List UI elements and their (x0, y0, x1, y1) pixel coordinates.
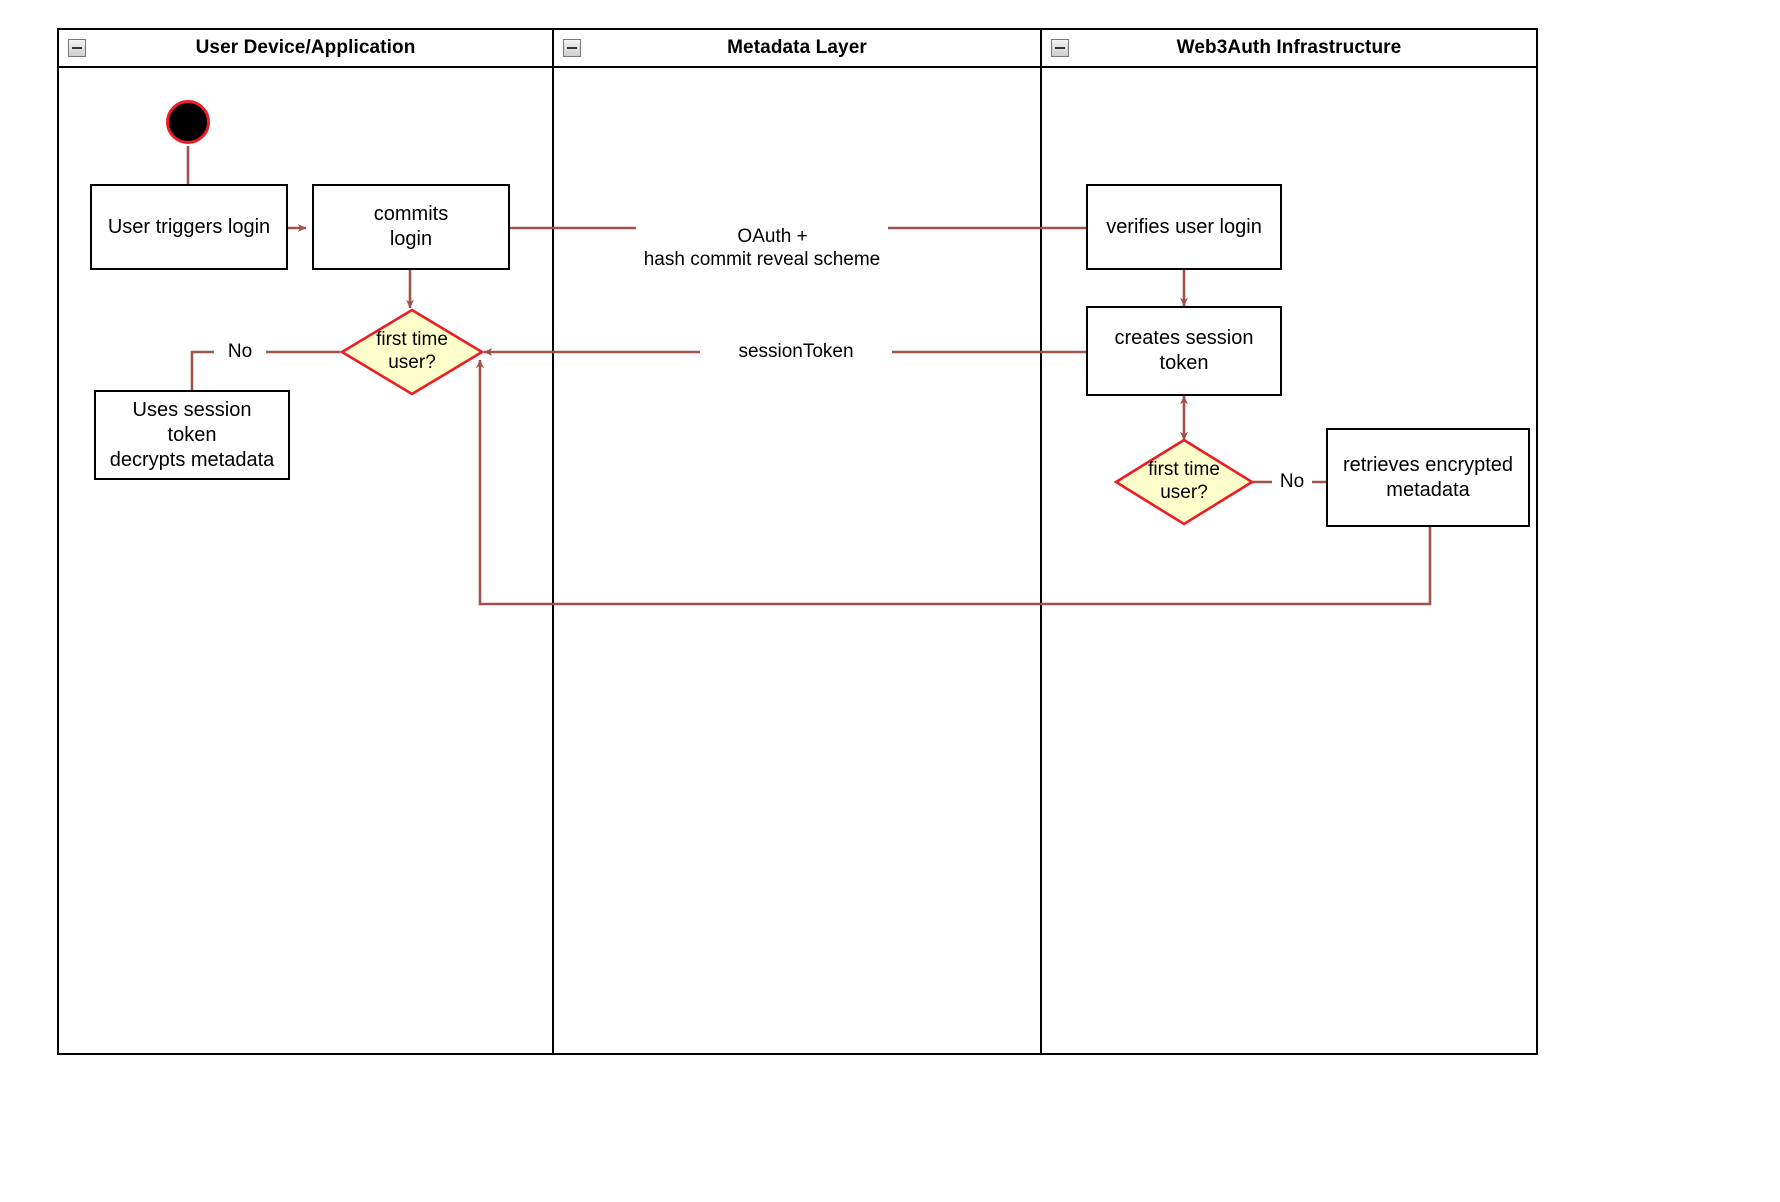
lane-header-user-device: User Device/Application (59, 30, 552, 68)
edge-decision-left-no-to-uses-session-token-b (190, 350, 214, 390)
action-user-triggers-login-label: User triggers login (107, 215, 271, 238)
lane-title-metadata: Metadata Layer (727, 37, 867, 58)
collapse-minus-icon[interactable] (1051, 39, 1069, 57)
lane-title-user-device: User Device/Application (195, 37, 416, 58)
action-user-triggers-login[interactable]: User triggers login (90, 184, 288, 270)
edge-label-no-left: No (214, 341, 266, 364)
edge-label-no-right: No (1272, 471, 1312, 494)
initial-node[interactable] (166, 100, 210, 144)
collapse-minus-icon[interactable] (563, 39, 581, 57)
edge-retrieves-encrypted-metadata-to-decision-left (476, 359, 1432, 606)
edge-label-session-token: sessionToken (700, 341, 892, 364)
lane-user-device[interactable]: User Device/Application (59, 30, 552, 1053)
lane-title-web3auth: Web3Auth Infrastructure (1176, 37, 1402, 58)
swimlane-pool: User Device/Application Metadata Layer W… (57, 28, 1538, 1055)
lane-header-web3auth: Web3Auth Infrastructure (1042, 30, 1536, 68)
collapse-minus-icon[interactable] (68, 39, 86, 57)
decision-shape (339, 308, 485, 396)
edge-label-oauth: OAuth +hash commit reveal scheme (636, 203, 888, 295)
action-verifies-user-login-label: verifies user login (1106, 215, 1262, 238)
lane-web3auth[interactable]: Web3Auth Infrastructure (1040, 30, 1536, 1053)
lane-header-metadata: Metadata Layer (554, 30, 1040, 68)
action-verifies-user-login[interactable]: verifies user login (1086, 184, 1282, 270)
decision-shape (1113, 438, 1255, 526)
lane-metadata[interactable]: Metadata Layer (552, 30, 1040, 1053)
